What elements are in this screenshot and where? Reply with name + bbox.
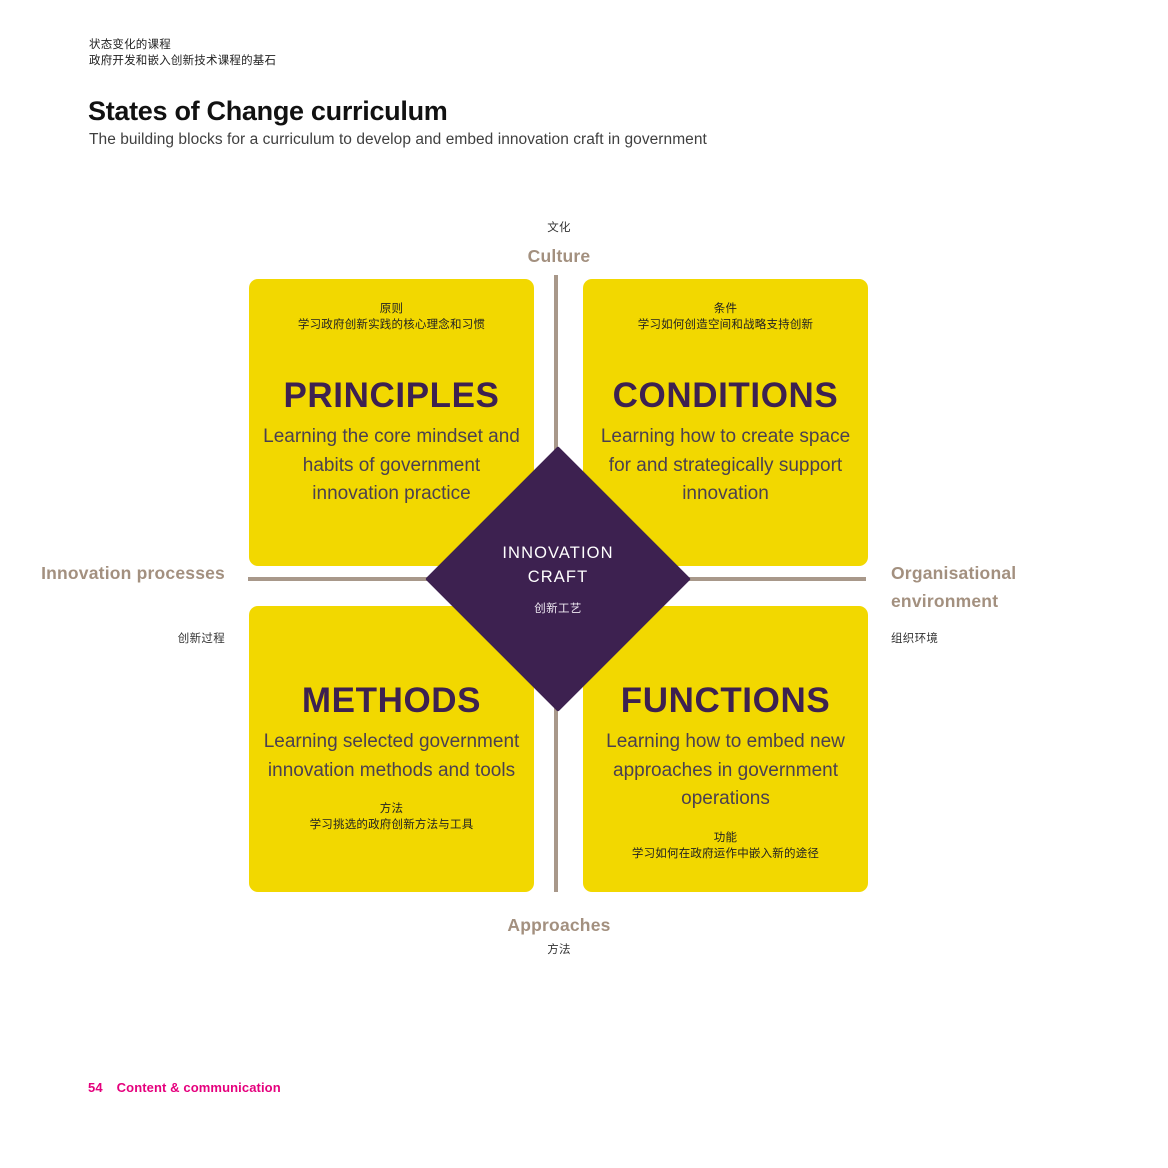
axis-right-label-cn: 组织环境 bbox=[891, 633, 939, 645]
quadrant-conditions-desc: Learning how to create space for and str… bbox=[600, 426, 851, 504]
quadrant-methods-cn-desc: 学习挑选的政府创新方法与工具 bbox=[309, 819, 474, 831]
axis-left-label-cn: 创新过程 bbox=[177, 633, 225, 645]
page-title: States of Change curriculum bbox=[88, 96, 448, 126]
page-subtitle: The building blocks for a curriculum to … bbox=[89, 131, 707, 148]
quadrant-functions[interactable]: FUNCTIONS Learning how to embed new appr… bbox=[583, 606, 868, 892]
quadrant-conditions[interactable]: 条件 学习如何创造空间和战略支持创新 CONDITIONS Learning h… bbox=[583, 279, 868, 566]
footer-section-label: Content & communication bbox=[116, 1080, 281, 1095]
axis-right-label: Organisational environment bbox=[891, 563, 1017, 611]
quadrant-functions-desc: Learning how to embed new approaches in … bbox=[606, 731, 845, 809]
axis-left-label: Innovation processes bbox=[41, 563, 225, 583]
axis-bottom-label: Approaches bbox=[507, 915, 611, 935]
header-cn-line1: 状态变化的课程 bbox=[89, 39, 171, 51]
quadrant-methods[interactable]: METHODS Learning selected government inn… bbox=[249, 606, 534, 892]
quadrant-methods-cn: 方法 学习挑选的政府创新方法与工具 bbox=[259, 801, 524, 833]
quadrant-conditions-cn-desc: 学习如何创造空间和战略支持创新 bbox=[637, 319, 814, 331]
quadrant-functions-cn: 功能 学习如何在政府运作中嵌入新的途径 bbox=[593, 830, 858, 862]
quadrant-functions-cn-desc: 学习如何在政府运作中嵌入新的途径 bbox=[631, 847, 820, 860]
header-chinese-caption: 状态变化的课程 政府开发和嵌入创新技术课程的基石 bbox=[89, 37, 276, 69]
diamond-title-cn: 创新工艺 bbox=[534, 603, 582, 615]
quadrant-methods-title: METHODS bbox=[301, 681, 482, 720]
quadrant-functions-cn-title: 功能 bbox=[713, 831, 738, 844]
diamond-title-line1: INNOVATION bbox=[502, 544, 614, 562]
quadrant-conditions-cn-title: 条件 bbox=[713, 303, 738, 315]
diamond-title-line2: CRAFT bbox=[527, 568, 589, 586]
quadrant-principles-cn: 原则 学习政府创新实践的核心理念和习惯 bbox=[259, 301, 524, 333]
curriculum-diagram: 文化 Culture Approaches 方法 Innovation proc… bbox=[41, 222, 1017, 956]
page-footer: 54 Content & communication bbox=[88, 1080, 281, 1095]
center-diamond[interactable]: INNOVATION CRAFT 创新工艺 bbox=[425, 446, 691, 712]
quadrant-principles-cn-title: 原则 bbox=[379, 303, 404, 315]
axis-top-label: Culture bbox=[527, 246, 591, 266]
diamond-text-group: INNOVATION CRAFT 创新工艺 bbox=[464, 485, 652, 673]
quadrant-functions-title: FUNCTIONS bbox=[620, 681, 831, 720]
quadrant-principles-desc: Learning the core mindset and habits of … bbox=[263, 426, 520, 504]
quadrant-conditions-title: CONDITIONS bbox=[612, 376, 839, 415]
quadrant-methods-desc: Learning selected government innovation … bbox=[263, 731, 520, 781]
quadrant-principles-cn-desc: 学习政府创新实践的核心理念和习惯 bbox=[297, 319, 486, 331]
header-cn-line2: 政府开发和嵌入创新技术课程的基石 bbox=[89, 55, 277, 67]
axis-bottom-label-cn: 方法 bbox=[547, 944, 571, 956]
quadrant-conditions-cn: 条件 学习如何创造空间和战略支持创新 bbox=[593, 301, 858, 333]
footer-page-number: 54 bbox=[88, 1080, 103, 1095]
axis-top-label-cn: 文化 bbox=[547, 222, 571, 234]
quadrant-principles[interactable]: 原则 学习政府创新实践的核心理念和习惯 PRINCIPLES Learning … bbox=[249, 279, 534, 566]
quadrant-methods-cn-title: 方法 bbox=[379, 803, 404, 815]
quadrant-principles-title: PRINCIPLES bbox=[283, 376, 500, 415]
